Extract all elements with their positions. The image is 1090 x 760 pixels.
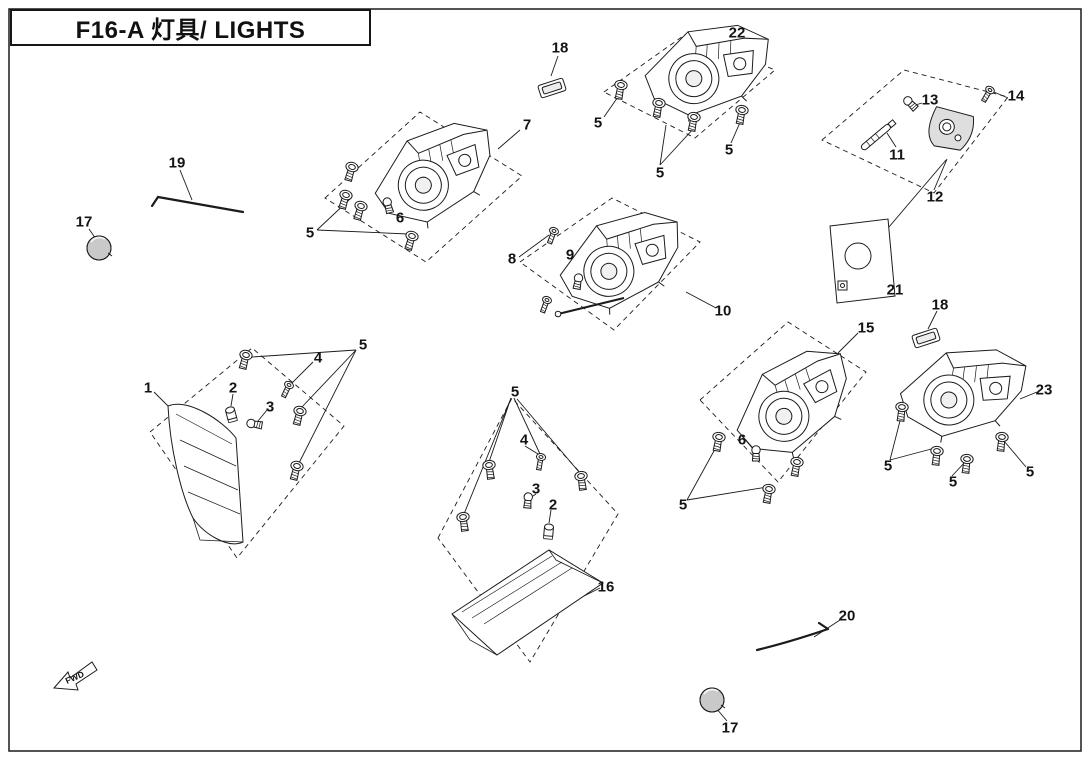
fwd-arrow: FWD	[52, 661, 98, 691]
taillight-assembly-1	[167, 403, 244, 545]
bolt	[401, 229, 420, 252]
bolt	[732, 103, 750, 126]
bolt	[350, 199, 369, 222]
screw	[979, 84, 997, 105]
headlamp-assembly-7	[360, 107, 515, 243]
bulbs	[245, 94, 920, 509]
pad-18	[911, 327, 941, 349]
bulb	[522, 491, 534, 509]
cluster-boundary-22	[603, 33, 776, 139]
taillight-assembly-16	[451, 549, 604, 656]
bolt	[928, 445, 945, 467]
adjuster-pin	[554, 297, 625, 318]
bulb-harness-11	[860, 119, 897, 151]
bulb-sockets	[224, 405, 555, 540]
bulb-socket	[542, 523, 555, 540]
cluster-boundary-15	[699, 321, 867, 483]
leader-lines	[88, 41, 1038, 722]
title-block: F16-A 灯具/ LIGHTS	[10, 9, 371, 46]
page-title: F16-A 灯具/ LIGHTS	[75, 17, 306, 44]
page-border	[8, 8, 1082, 752]
bolt	[993, 431, 1010, 453]
bolt	[290, 404, 308, 427]
cluster-boundary-1	[149, 347, 345, 559]
bolt	[787, 455, 805, 478]
grommet-17	[699, 687, 726, 713]
bolt	[335, 188, 354, 211]
cluster-boundary-16	[437, 397, 619, 663]
bulb	[751, 445, 761, 462]
bulb-socket	[224, 405, 238, 424]
screw	[278, 379, 296, 400]
mounting-bolts	[236, 78, 1010, 533]
headlamp-assembly-23	[895, 341, 1036, 448]
rod-19	[150, 195, 245, 214]
bulb	[901, 94, 920, 113]
bolt	[958, 453, 975, 475]
bolt	[481, 459, 498, 481]
bolt	[573, 470, 590, 492]
headlamp-assembly-15	[718, 333, 875, 477]
rod-20	[755, 621, 830, 652]
bolt	[341, 160, 360, 183]
bolt	[455, 511, 472, 533]
headlamp-assembly-10	[548, 198, 700, 327]
screw	[533, 452, 547, 472]
bulb	[245, 418, 264, 431]
cluster-boundary-7	[324, 111, 523, 263]
pad-18	[537, 77, 567, 99]
bolt	[236, 348, 254, 371]
grommet-17	[86, 235, 113, 261]
bulb-holder-12	[928, 106, 975, 151]
bolt	[709, 430, 727, 453]
screw	[537, 294, 553, 315]
bolt	[611, 78, 629, 101]
plate-21	[829, 218, 896, 304]
bolt	[649, 96, 667, 119]
cluster-boundary-11-14	[821, 69, 1009, 194]
bolt	[759, 482, 777, 505]
